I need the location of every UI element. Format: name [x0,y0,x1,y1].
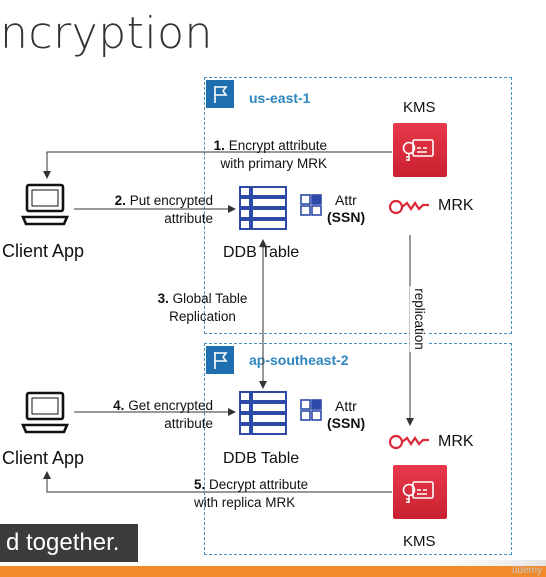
kms-key-icon [393,123,447,177]
kms-label-top: KMS [403,99,436,116]
accent-bar-shade [430,560,546,566]
kms-label-bottom: KMS [403,533,436,550]
step-4-line2: attribute [164,416,213,431]
client-app-label-top: Client App [2,241,85,261]
step-3-label: 3. Global Table Replication [150,290,255,326]
attr-key-bottom: (SSN) [327,415,366,431]
step-1-number: 1. [213,138,225,153]
step-5-label: 5. Decrypt attribute with replica MRK [194,476,344,512]
step-4-number: 4. [113,398,125,413]
accent-bar [0,566,546,577]
step-2-number: 2. [114,193,126,208]
region-us-east-1 [204,77,512,334]
ddb-table-label-top: DDB Table [223,244,300,261]
page-title: ncryption [0,8,213,59]
kms-key-icon [393,465,447,519]
attr-label-top: Attr [335,192,357,208]
client-app-label-bottom: Client App [2,448,85,468]
ddb-table-label-bottom: DDB Table [223,450,300,467]
step-1-line2: with primary MRK [220,156,327,171]
region-label-bottom: ap-southeast-2 [249,352,349,368]
step-3-line1: Global Table [172,291,248,306]
region-flag-icon [206,346,234,374]
step-2-line1: Put encrypted [129,193,213,208]
mrk-label-bottom: MRK [438,433,474,450]
attr-key-top: (SSN) [327,209,366,225]
step-4-line1: Get encrypted [128,398,213,413]
step-3-number: 3. [157,291,169,306]
step-3-line2: Replication [169,309,236,324]
step-1-label: 1. Encrypt attribute with primary MRK [192,137,327,173]
step-5-line1: Decrypt attribute [209,477,309,492]
step-4-label: 4. Get encrypted attribute [86,397,213,433]
step-1-line1: Encrypt attribute [228,138,327,153]
step-2-label: 2. Put encrypted attribute [86,192,213,228]
replication-label: replication [409,286,428,352]
step-2-line2: attribute [164,211,213,226]
caption-banner: d together. [0,524,138,562]
step-5-number: 5. [194,477,206,492]
region-flag-icon [206,80,234,108]
step-5-line2: with replica MRK [194,495,296,510]
attr-label-bottom: Attr [335,398,357,414]
mrk-label-top: MRK [438,197,474,214]
region-label-top: us-east-1 [249,90,311,106]
watermark: ûdemy [512,565,543,576]
region-ap-southeast-2 [204,343,512,555]
